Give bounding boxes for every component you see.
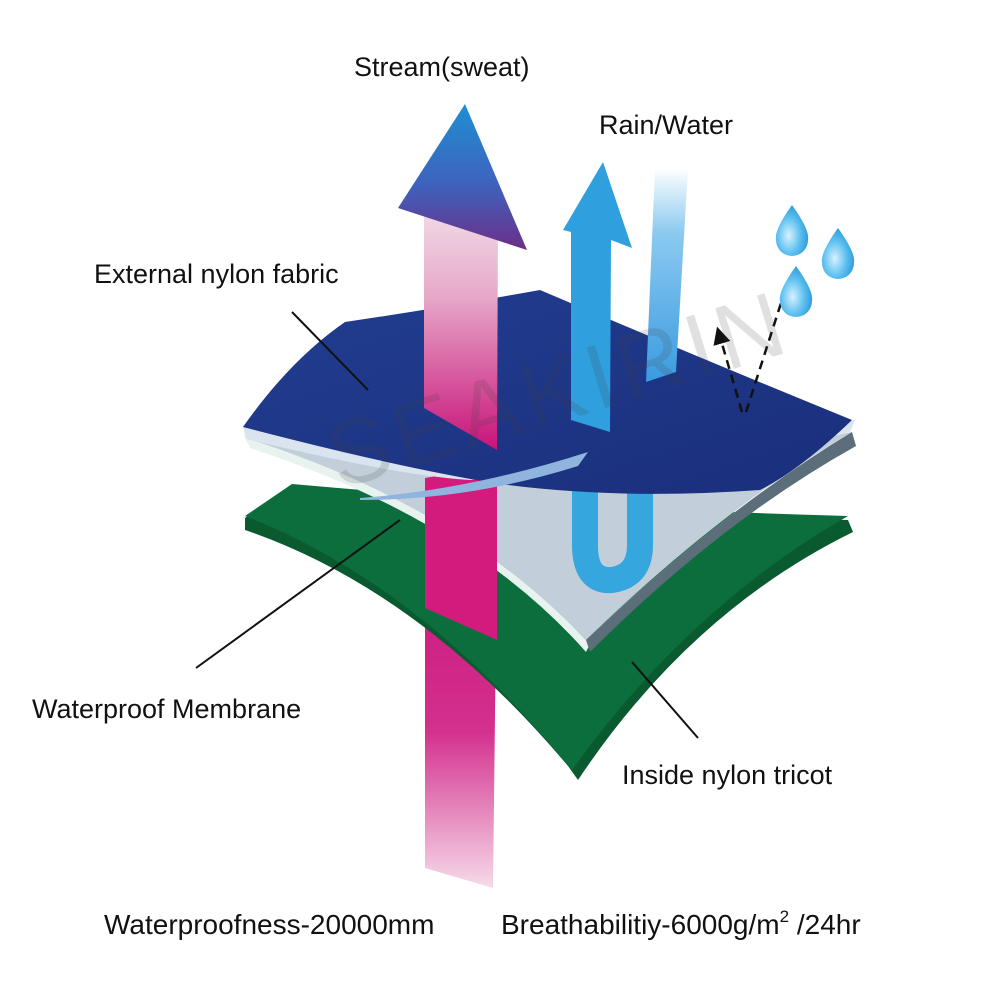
external-nylon-fabric-layer (243, 290, 855, 500)
sweat-arrow-mid (425, 466, 497, 640)
sweat-arrow-shaft (424, 212, 498, 450)
rain-water-label: Rain/Water (599, 110, 734, 140)
water-droplet-icon (775, 205, 809, 256)
tricot-leader-line (631, 661, 699, 739)
water-droplet-icon (779, 266, 813, 317)
breathability-unit-exponent: 2 (779, 907, 790, 926)
external-fabric-leader-line (291, 311, 369, 391)
water-deflection-curve (572, 470, 653, 594)
water-rebound-indicator (713, 299, 784, 413)
water-up-arrow (563, 162, 632, 432)
water-down-arrow (646, 168, 688, 382)
waterproofness-spec: Waterproofness-20000mm (104, 909, 435, 940)
sweat-arrow-head (398, 104, 527, 250)
waterproof-membrane-label: Waterproof Membrane (32, 694, 302, 724)
breathability-spec: Breathabilitiy-6000g/m2 /24hr (501, 908, 861, 940)
inside-nylon-tricot-label: Inside nylon tricot (622, 760, 833, 790)
inside-nylon-tricot-layer (245, 484, 853, 780)
breathability-period: /24hr (789, 909, 861, 940)
external-nylon-fabric-label: External nylon fabric (94, 259, 339, 289)
water-droplet-icon (821, 228, 855, 279)
stream-sweat-label: Stream(sweat) (354, 52, 530, 82)
membrane-leader-line (195, 519, 401, 669)
breathability-value: Breathabilitiy-6000g/m (501, 909, 780, 940)
